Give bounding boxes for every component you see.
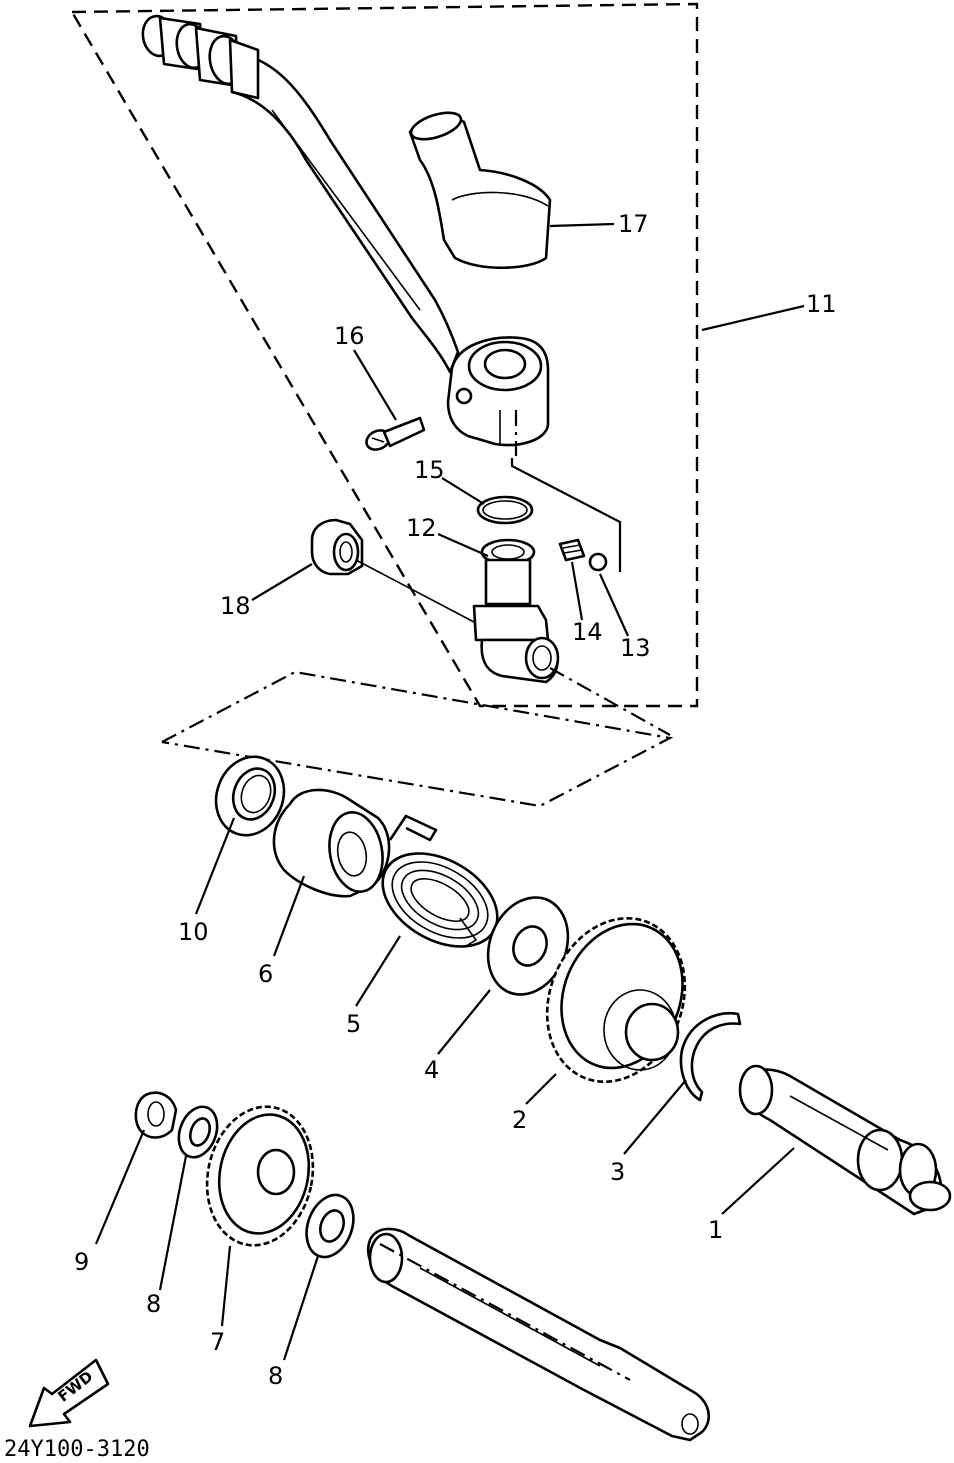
- kick-gear-icon: [545, 916, 687, 1084]
- callout-15: 15: [414, 456, 445, 484]
- callout-8-upper: 8: [146, 1290, 161, 1318]
- callout-18: 18: [220, 592, 251, 620]
- kick-crank-lever-icon: [141, 14, 550, 456]
- spring-guide-icon: [272, 788, 391, 898]
- ball-icon: [588, 552, 608, 572]
- callout-11: 11: [806, 290, 837, 318]
- spring-icon: [558, 538, 586, 562]
- callout-9: 9: [74, 1248, 89, 1276]
- rubber-cover-icon: [408, 111, 552, 270]
- circlip-icon: [134, 1091, 178, 1139]
- callout-7: 7: [210, 1328, 225, 1356]
- callout-14: 14: [572, 618, 603, 646]
- leader-lines: [94, 222, 805, 1361]
- callout-3: 3: [610, 1158, 625, 1186]
- circlip-icon: [679, 1011, 742, 1102]
- callout-5: 5: [346, 1010, 361, 1038]
- washer-icon: [305, 1193, 355, 1259]
- o-ring-icon: [476, 495, 534, 525]
- washer-icon: [486, 896, 570, 996]
- crank-boss-icon: [472, 538, 560, 684]
- callout-6: 6: [258, 960, 273, 988]
- callout-13: 13: [620, 634, 651, 662]
- callout-8-lower: 8: [268, 1362, 283, 1390]
- assembly-boundary-11: [70, 2, 699, 708]
- kick-axle-icon: [738, 1064, 952, 1216]
- callout-10: 10: [178, 918, 209, 946]
- torsion-spring-icon: [381, 814, 499, 948]
- reference-code: 24Y100-3120: [4, 1437, 150, 1462]
- bolt-icon: [365, 416, 426, 451]
- fwd-arrow-icon: FWD: [28, 1358, 110, 1428]
- mounting-plane: [161, 667, 674, 808]
- idler-gear-icon: [205, 1105, 315, 1247]
- callout-4: 4: [424, 1056, 439, 1084]
- callout-17: 17: [618, 210, 649, 238]
- callout-16: 16: [334, 322, 365, 350]
- callout-12: 12: [406, 514, 437, 542]
- callout-1: 1: [708, 1216, 723, 1244]
- nut-icon: [310, 518, 364, 576]
- callout-numbers: 17 11 16 15 12 14 13 18 10 6 5 4 2 3 1 9…: [74, 210, 837, 1390]
- washer-icon: [177, 1105, 219, 1159]
- callout-2: 2: [512, 1106, 527, 1134]
- oil-seal-icon: [214, 755, 286, 837]
- idler-shaft-icon: [367, 1227, 711, 1442]
